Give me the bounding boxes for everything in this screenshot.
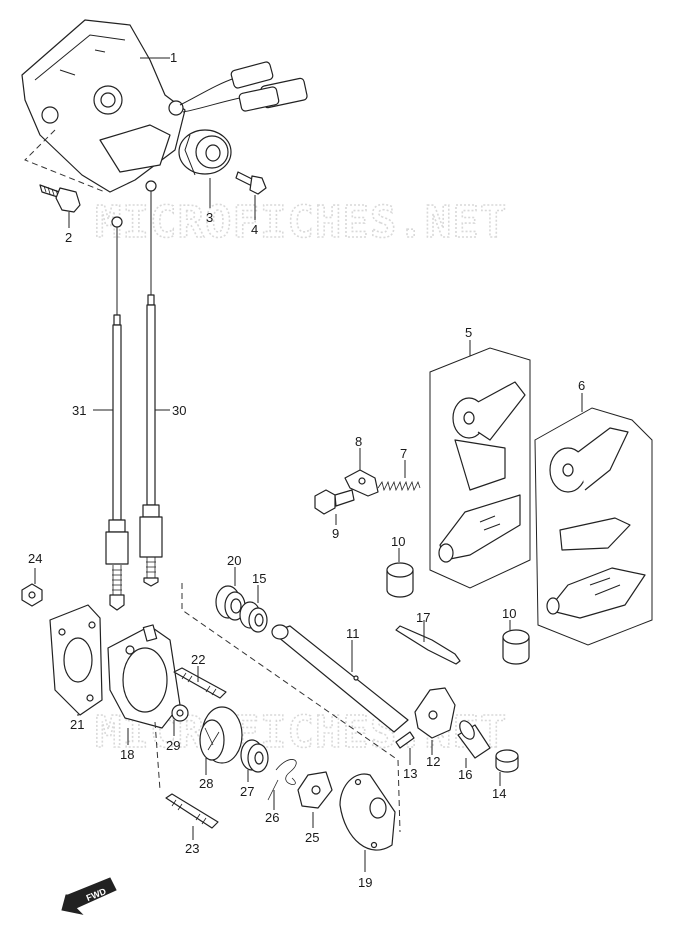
callout-29: 29 xyxy=(166,738,180,753)
callout-1: 1 xyxy=(170,50,177,65)
part-9-bolt xyxy=(314,489,355,515)
watermark-top: MICROFICHES.NET xyxy=(95,197,507,248)
part-5-assembly xyxy=(429,347,531,589)
part-24-nut xyxy=(21,583,43,607)
callout-19: 19 xyxy=(358,875,372,890)
part-23-stud xyxy=(165,793,219,829)
part-19-cover xyxy=(339,773,396,851)
part-29-washer xyxy=(171,704,189,722)
part-30-cable xyxy=(139,180,163,587)
callout-20: 20 xyxy=(227,553,241,568)
part-3-grommet xyxy=(178,129,232,176)
part-1-control-box xyxy=(21,19,308,193)
callout-15: 15 xyxy=(252,571,266,586)
part-16-sleeve xyxy=(457,720,491,759)
callout-16: 16 xyxy=(458,767,472,782)
callout-21: 21 xyxy=(70,717,84,732)
callout-10a: 10 xyxy=(391,534,405,549)
part-4-screw xyxy=(235,171,267,195)
part-21-gasket xyxy=(49,604,103,716)
callout-13: 13 xyxy=(403,766,417,781)
callout-10b: 10 xyxy=(502,606,516,621)
part-10-bushing-b xyxy=(502,629,530,665)
part-26-spring xyxy=(267,759,297,801)
callout-3: 3 xyxy=(206,210,213,225)
callout-6: 6 xyxy=(578,378,585,393)
leader-lines xyxy=(34,57,583,872)
callout-4: 4 xyxy=(251,222,258,237)
callout-22: 22 xyxy=(191,652,205,667)
part-7-spring xyxy=(377,480,421,492)
callout-26: 26 xyxy=(265,810,279,825)
callout-2: 2 xyxy=(65,230,72,245)
callout-8: 8 xyxy=(355,434,362,449)
part-17-pin xyxy=(395,625,461,665)
callout-12: 12 xyxy=(426,754,440,769)
part-18-housing xyxy=(107,624,181,729)
callout-30: 30 xyxy=(172,403,186,418)
callout-24: 24 xyxy=(28,551,42,566)
part-10-bushing-a xyxy=(386,562,414,598)
part-27-bushing xyxy=(240,739,269,773)
part-12-lever xyxy=(414,687,456,739)
part-11-shaft xyxy=(271,624,409,733)
callout-14: 14 xyxy=(492,786,506,801)
part-25-plate xyxy=(297,771,333,809)
callout-17: 17 xyxy=(416,610,430,625)
part-28-gear xyxy=(199,706,243,764)
part-31-cable xyxy=(105,216,129,611)
callout-18: 18 xyxy=(120,747,134,762)
callout-31: 31 xyxy=(72,403,86,418)
part-2-bolt xyxy=(39,184,81,213)
callout-23: 23 xyxy=(185,841,199,856)
callout-7: 7 xyxy=(400,446,407,461)
callout-25: 25 xyxy=(305,830,319,845)
callout-11: 11 xyxy=(346,626,360,641)
part-22-stud xyxy=(173,667,227,699)
callout-9: 9 xyxy=(332,526,339,541)
part-6-assembly xyxy=(534,407,653,646)
callout-5: 5 xyxy=(465,325,472,340)
part-13-screw xyxy=(395,731,415,749)
fwd-arrow-icon: FWD xyxy=(61,877,117,915)
callout-28: 28 xyxy=(199,776,213,791)
callout-27: 27 xyxy=(240,784,254,799)
callout-labels: 1 2 3 4 5 6 7 8 9 10 10 11 12 13 14 15 1… xyxy=(28,50,585,890)
part-15-bushing xyxy=(239,601,268,633)
part-14-collar xyxy=(495,749,519,773)
